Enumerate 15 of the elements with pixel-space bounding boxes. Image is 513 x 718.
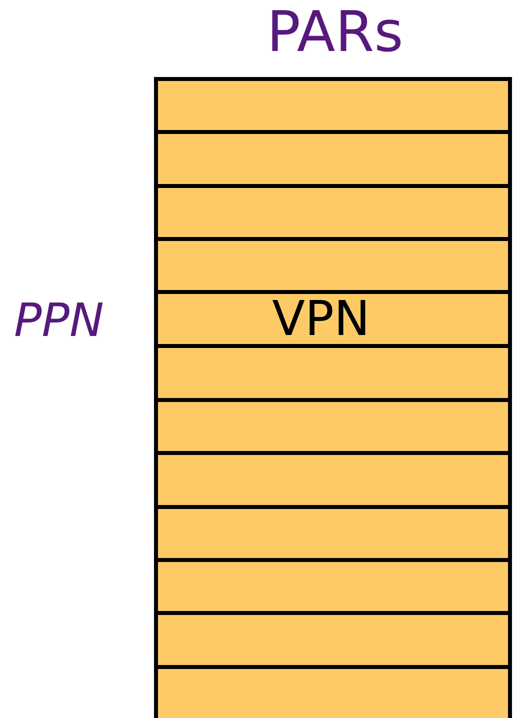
row-axis-label: PPN: [14, 292, 104, 348]
table-row: [158, 615, 508, 669]
table-row: [158, 562, 508, 616]
table-row: [158, 348, 508, 402]
row-text: VPN: [272, 294, 370, 344]
table-heading: PARs: [266, 0, 404, 66]
table-row: [158, 508, 508, 562]
table-row: [158, 455, 508, 509]
table-row: [158, 134, 508, 188]
table-row: [158, 81, 508, 134]
table-row: [158, 294, 508, 348]
table-row: [158, 188, 508, 242]
table-row: [158, 668, 508, 718]
table-row: [158, 241, 508, 294]
table-row: [158, 402, 508, 456]
